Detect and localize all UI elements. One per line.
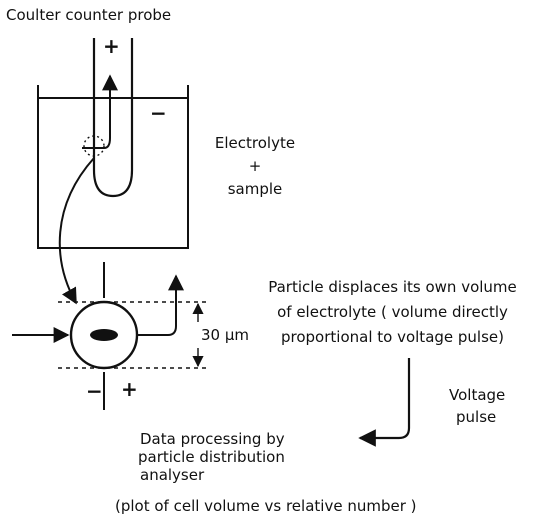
data-text-line3: analyser xyxy=(140,466,205,484)
electrode-minus-sign: − xyxy=(86,379,103,403)
data-text-line1: Data processing by xyxy=(140,430,285,448)
particle xyxy=(90,329,118,341)
particle-text-line2: of electrolyte ( volume directly xyxy=(277,303,508,321)
voltage-arrow xyxy=(358,358,411,447)
electrode-plus-sign: + xyxy=(121,377,138,401)
probe-tube xyxy=(92,38,134,198)
data-text-line2: particle distribution xyxy=(138,448,285,466)
size-label: 30 μm xyxy=(201,326,250,344)
electrolyte-label: Electrolyte xyxy=(214,134,296,152)
pulse-label: pulse xyxy=(456,408,497,426)
particle-text-line1: Particle displaces its own volume xyxy=(268,278,517,296)
magnify-arrow xyxy=(58,157,95,305)
sample-label: sample xyxy=(227,180,283,198)
probe-title: Coulter counter probe xyxy=(6,6,172,24)
flow-arrow xyxy=(82,74,118,149)
voltage-label: Voltage xyxy=(449,386,506,404)
particle-text-line3: proportional to voltage pulse) xyxy=(281,328,504,346)
pulse-hook-arrow xyxy=(137,274,184,336)
beaker xyxy=(37,85,189,249)
plus-label: + xyxy=(248,157,262,175)
bath-minus-sign: − xyxy=(150,101,167,125)
probe-plus-sign: + xyxy=(103,34,120,58)
plot-note: (plot of cell volume vs relative number … xyxy=(115,497,417,515)
aperture-circle xyxy=(83,135,105,157)
